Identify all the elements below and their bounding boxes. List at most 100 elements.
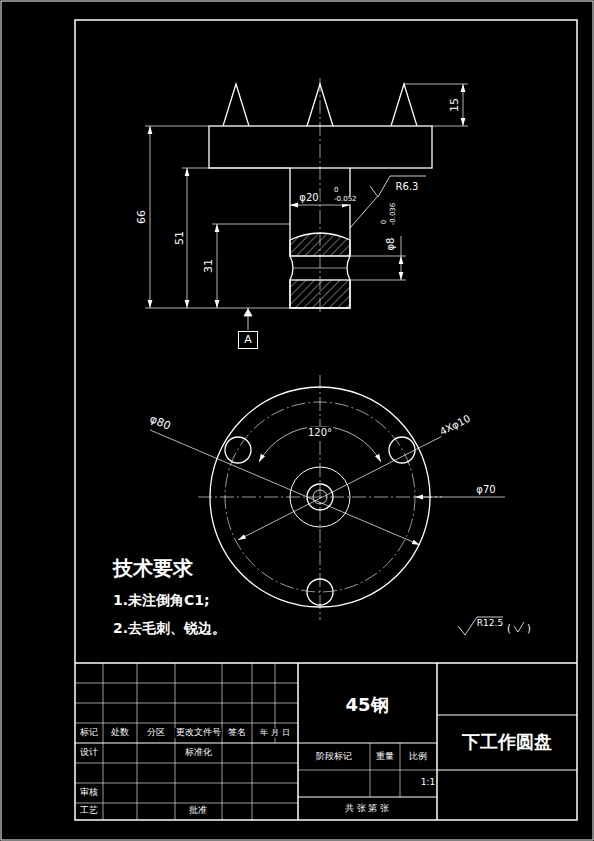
center-line [225, 402, 415, 592]
top-view [313, 490, 327, 504]
title-block [75, 743, 298, 744]
title-block [103, 663, 104, 820]
dimension-value: 66 [136, 209, 148, 225]
dimension-value: 120° [307, 427, 333, 438]
front-view [209, 84, 432, 308]
title-block [75, 663, 577, 820]
dimension-line [463, 84, 464, 126]
front-view [391, 84, 417, 126]
dimension-line [404, 84, 468, 85]
center-line [320, 375, 321, 620]
dimension-line [187, 168, 188, 308]
leader-line [150, 422, 505, 545]
title-block [436, 663, 438, 820]
table-cell: 分区 [146, 728, 166, 738]
roughness-bracket: ) [526, 623, 532, 634]
dimension-line [401, 256, 402, 280]
dimension-line [217, 224, 218, 308]
front-view [223, 84, 249, 126]
sheet-frame [75, 20, 577, 820]
table-cell: 审核 [79, 788, 99, 798]
top-view [307, 579, 333, 605]
dimension-line [350, 280, 406, 281]
leader-line [150, 430, 420, 545]
roughness-value: R12.5 [476, 619, 504, 629]
leader-line [238, 422, 470, 540]
table-cell: 比例 [408, 752, 428, 762]
table-cell: 签名 [227, 728, 247, 738]
top-view [225, 437, 251, 463]
datum-symbol [244, 309, 252, 316]
dimension-line [145, 84, 468, 308]
tolerance-value: -0.036 [390, 202, 398, 227]
title-block [75, 662, 577, 664]
dimension-line [150, 126, 151, 308]
tolerance-value: 0 [333, 187, 339, 195]
center-line [198, 497, 442, 498]
title-block [437, 770, 577, 771]
note-text: 1.未注倒角C1; [112, 593, 211, 608]
leader-line [259, 426, 381, 462]
table-cell: 重量 [375, 752, 395, 762]
dimension-line [145, 308, 290, 309]
dimension-line [182, 168, 290, 169]
table-cell: 设计 [79, 748, 99, 758]
title-block [222, 663, 223, 820]
title-block [75, 683, 298, 684]
leader-line [415, 497, 505, 498]
title-block [75, 723, 298, 724]
dimension-value: φ8 [385, 237, 396, 252]
title-block [175, 663, 176, 820]
material-name: 45钢 [344, 695, 389, 715]
title-block [75, 803, 298, 804]
part-name: 下工作圆盘 [461, 732, 553, 752]
tolerance-value: 0 [381, 219, 389, 225]
dimension-value: 15 [449, 97, 461, 113]
table-cell: 更改文件号 [175, 728, 222, 738]
table-cell: 标记 [79, 728, 99, 738]
top-view [210, 387, 430, 607]
note-text: 2.去毛刺、锐边。 [112, 621, 227, 636]
dimension-value: 31 [203, 258, 215, 274]
top-view [290, 467, 350, 527]
notes-heading: 技术要求 [112, 557, 194, 579]
top-view [389, 437, 415, 463]
roughness-symbol [370, 176, 426, 197]
datum-box: A [238, 331, 258, 348]
table-cell: 处数 [110, 728, 130, 738]
dimension-value: 4Xφ10 [437, 412, 473, 437]
roughness-symbol [514, 622, 524, 632]
table-cell: 批准 [188, 806, 208, 816]
title-block [298, 797, 437, 798]
title-block [252, 663, 253, 820]
datum-symbol [244, 308, 252, 330]
tolerance-value: -0.052 [333, 196, 358, 204]
dimension-line [212, 224, 290, 225]
dimension-line [290, 205, 350, 206]
title-block [75, 783, 298, 784]
title-block [75, 763, 298, 764]
dimension-line [401, 236, 402, 256]
table-cell: 年 月 日 [259, 729, 290, 738]
table-cell: 1:1 [420, 778, 436, 788]
title-block [370, 743, 371, 797]
table-cell: 阶段标记 [315, 752, 353, 762]
dimension-value: 51 [174, 230, 186, 246]
roughness-value: R6.3 [395, 181, 420, 192]
title-block [75, 703, 298, 704]
table-cell: 标准化 [184, 748, 213, 758]
title-block [297, 663, 299, 820]
dimension-value: φ20 [298, 192, 319, 203]
roughness-bracket: ( [506, 623, 512, 634]
front-view [209, 126, 432, 168]
table-cell: 工艺 [79, 806, 99, 816]
dimension-line [350, 256, 406, 257]
title-block [400, 743, 401, 797]
roughness-symbol [350, 176, 524, 635]
dimension-line [432, 126, 468, 127]
top-view [210, 387, 430, 607]
dimension-value: φ70 [475, 484, 496, 495]
